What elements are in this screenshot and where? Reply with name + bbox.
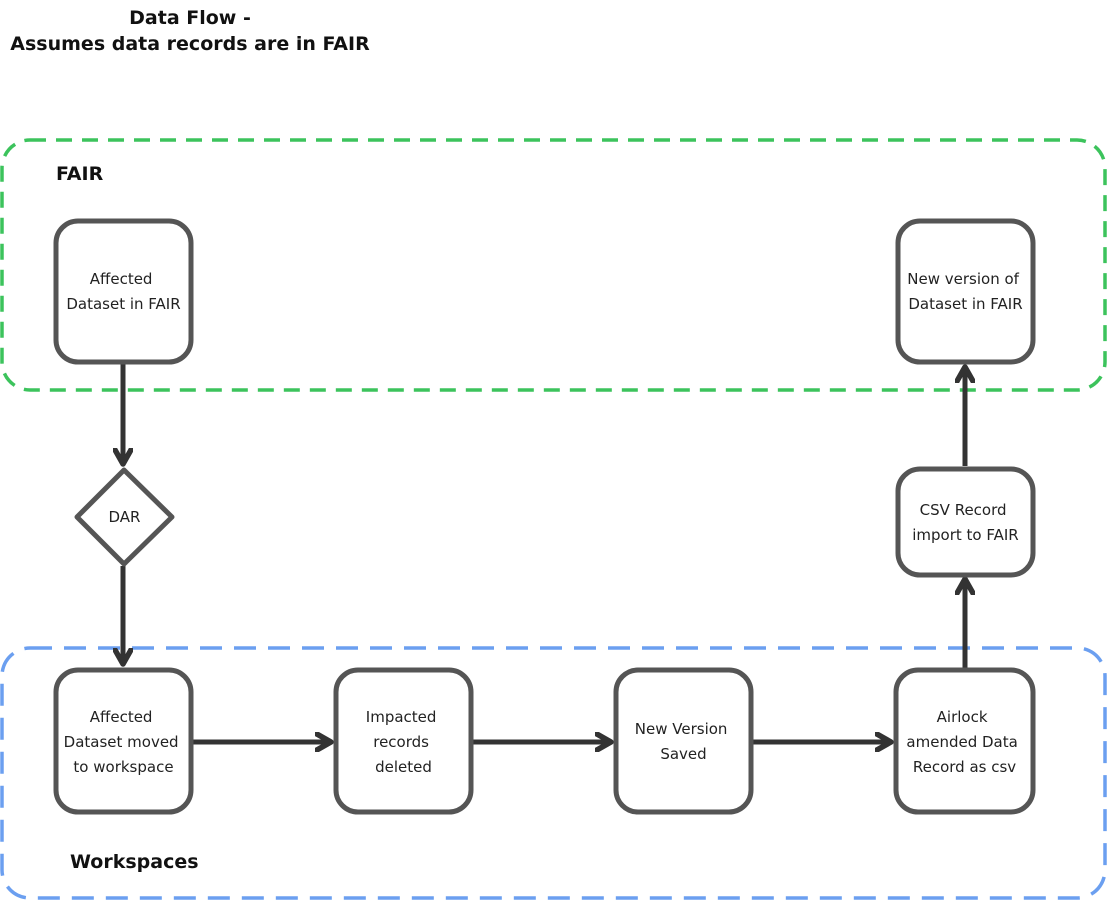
node-new-version-saved: New Version Saved — [613, 667, 754, 815]
node-label-line: Affected — [90, 270, 153, 288]
node-label-line: New version of — [907, 270, 1019, 288]
node-label-line: deleted — [375, 758, 432, 776]
node-label-line: Airlock — [937, 708, 988, 726]
svg-text:Affected Dataset moved: Affected Dataset moved to workspace — [64, 708, 184, 776]
svg-text:DAR: DAR — [109, 508, 141, 526]
node-csv-record-import: CSV Record import to FAIR — [895, 466, 1036, 578]
node-airlock-amended-record: Airlock amended Data Record as csv — [893, 667, 1036, 815]
node-label-line: Saved — [660, 745, 706, 763]
node-label-line: Affected — [90, 708, 153, 726]
edges — [123, 364, 965, 742]
node-label-line: Impacted — [366, 708, 437, 726]
svg-text:Airlock amended Data: Airlock amended Data Record as csv — [906, 708, 1022, 776]
diagram-title: Data Flow - Assumes data records are in … — [0, 5, 380, 57]
node-label-line: DAR — [109, 508, 141, 526]
workspaces-group-boundary — [0, 646, 1107, 900]
node-affected-dataset-in-fair: Affected Dataset in FAIR — [53, 218, 194, 365]
node-affected-dataset-moved: Affected Dataset moved to workspace — [53, 667, 194, 815]
svg-text:New Version Saved: New Version Saved — [635, 720, 732, 763]
svg-text:Impacted records d: Impacted records deleted — [366, 708, 441, 776]
title-line-2: Assumes data records are in FAIR — [10, 33, 370, 55]
title-line-1: Data Flow - — [129, 7, 251, 29]
node-new-version-in-fair: New version of Dataset in FAIR — [895, 218, 1036, 365]
svg-text:CSV Record import to FAI: CSV Record import to FAIR — [912, 501, 1018, 544]
node-label-line: Dataset moved — [64, 733, 179, 751]
node-label-line: records — [373, 733, 429, 751]
node-label-line: New Version — [635, 720, 728, 738]
node-label-line: Dataset in FAIR — [66, 295, 180, 313]
node-impacted-records-deleted: Impacted records deleted — [333, 667, 474, 815]
fair-group-label: FAIR — [56, 163, 104, 185]
fair-group-boundary — [0, 138, 1107, 392]
node-dar-decision: DAR — [74, 467, 175, 567]
node-label-line: Dataset in FAIR — [908, 295, 1022, 313]
node-label-line: import to FAIR — [912, 526, 1018, 544]
node-label-line: amended Data — [906, 733, 1017, 751]
node-label-line: CSV Record — [920, 501, 1007, 519]
workspaces-group-label: Workspaces — [70, 851, 199, 873]
svg-text:Affected Dataset in FAIR: Affected Dataset in FAIR — [66, 270, 180, 313]
node-label-line: Record as csv — [913, 758, 1016, 776]
svg-text:New version of Dataset i: New version of Dataset in FAIR — [907, 270, 1023, 313]
node-label-line: to workspace — [73, 758, 173, 776]
